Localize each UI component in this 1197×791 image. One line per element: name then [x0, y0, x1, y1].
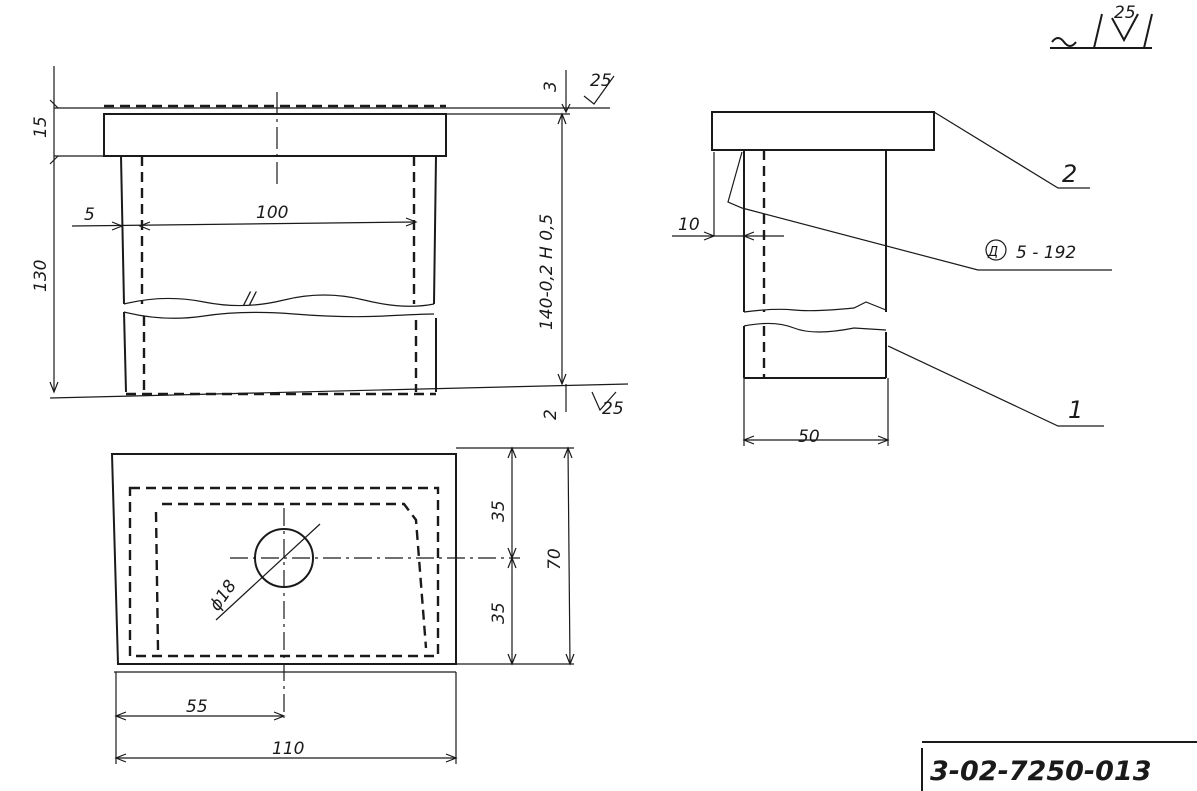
dim-35-upper: 35 [489, 500, 509, 522]
dim-55: 55 [186, 697, 208, 717]
title-block-number: 3-02-7250-013 [921, 741, 1197, 791]
weld-symbol-label: Д [987, 245, 998, 260]
side-view: 50 10 Д 5 - 192 2 1 [672, 111, 1112, 447]
weld-symbol-icon [985, 239, 1007, 261]
dim-15: 15 [31, 116, 51, 138]
dim-70: 70 [545, 548, 565, 570]
dim-2: 2 [541, 409, 561, 420]
top-view: ϕ18 35 35 70 55 110 [110, 446, 575, 764]
dim-130: 130 [31, 260, 51, 292]
drawing-number: 3-02-7250-013 [930, 756, 1151, 787]
front-view: // 15 130 5 100 3 140-0,2 Н 0,5 2 [31, 66, 629, 420]
dim-35-lower: 35 [489, 602, 509, 624]
dim-140: 140-0,2 Н 0,5 [537, 214, 557, 330]
side-top-plate [711, 111, 935, 151]
dim-50: 50 [798, 427, 820, 447]
roughness-value-general: 25 [1114, 3, 1136, 23]
dim-110: 110 [272, 739, 304, 759]
dim-5: 5 [84, 205, 95, 225]
dim-3: 3 [541, 81, 561, 92]
part-callout-1: 1 [1068, 396, 1083, 424]
svg-text://: // [242, 289, 258, 309]
roughness-bottom: 25 [602, 399, 624, 419]
dim-10: 10 [678, 215, 700, 235]
dim-100: 100 [256, 203, 288, 223]
dim-hole-diameter: ϕ18 [206, 576, 241, 615]
weld-reference: 5 - 192 [1016, 243, 1076, 263]
general-roughness-symbol: 25 [1050, 3, 1153, 49]
roughness-top: 25 [590, 71, 612, 91]
top-plate [103, 113, 447, 157]
part-callout-2: 2 [1062, 160, 1077, 188]
